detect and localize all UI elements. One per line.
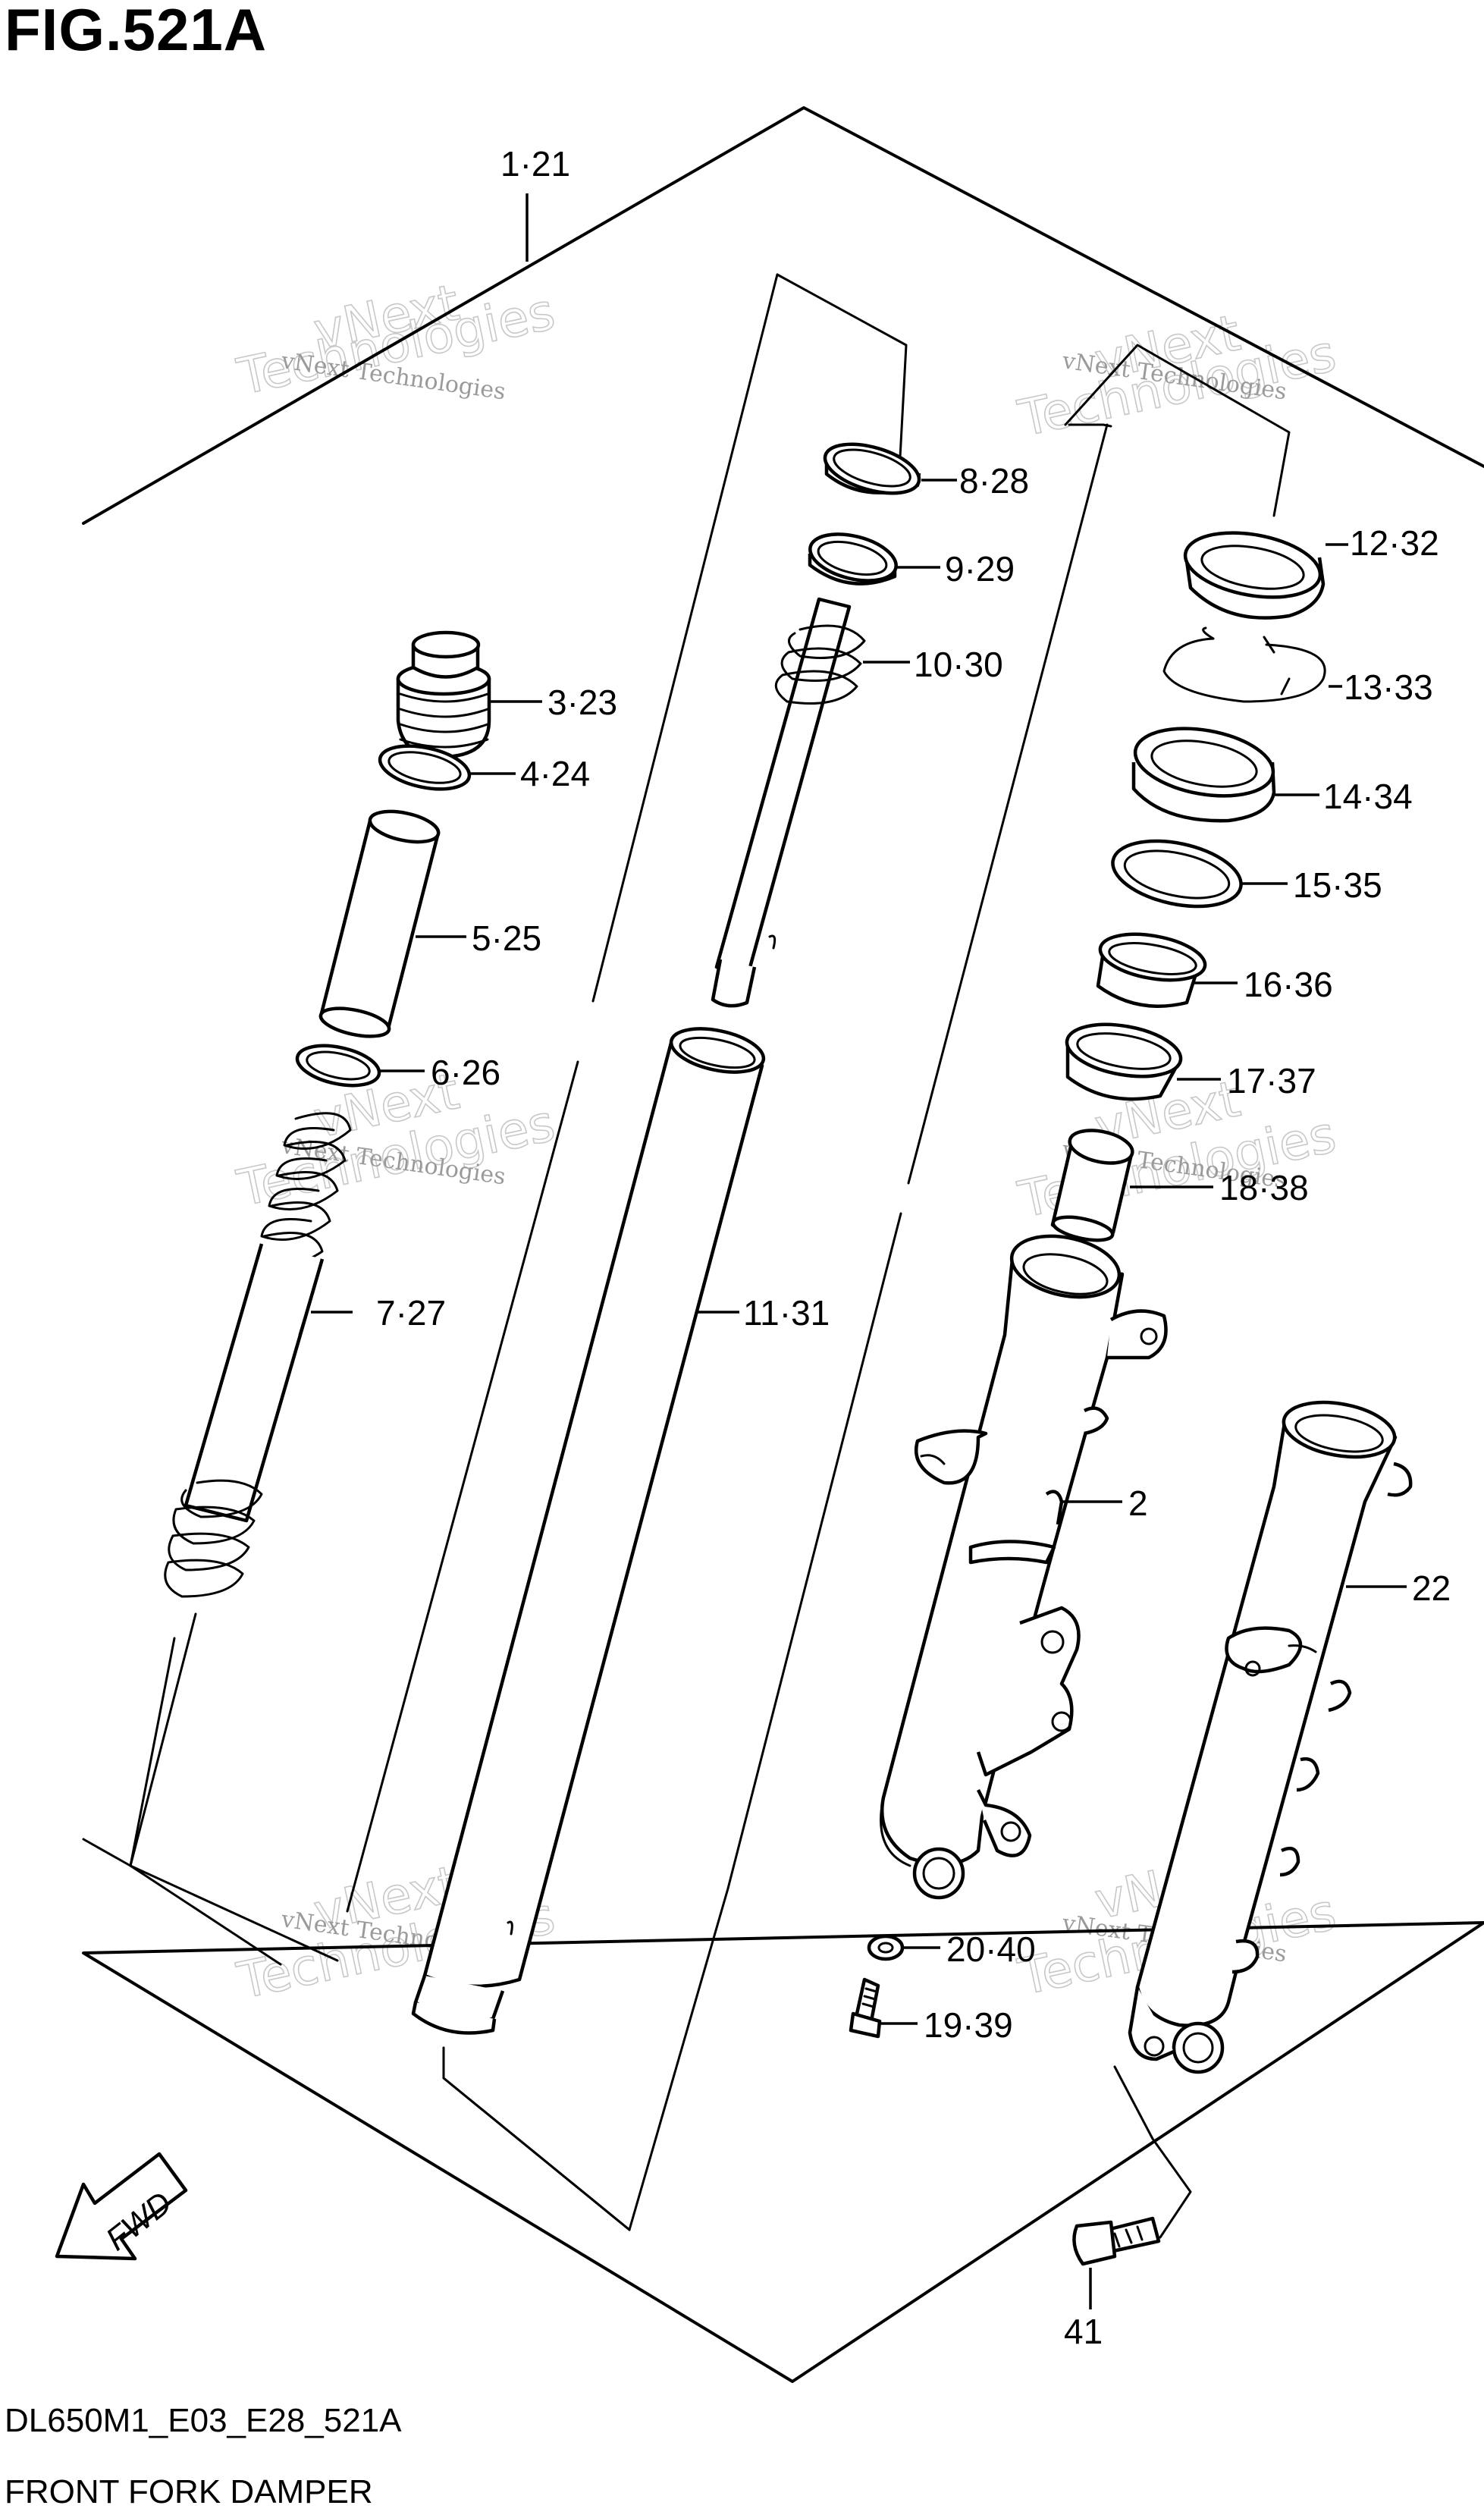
part-6-washer xyxy=(295,1044,425,1088)
part-3-cap-bolt xyxy=(396,630,542,759)
callout-17-37: 17·37 xyxy=(1227,1061,1316,1100)
callout-16-36: 16·36 xyxy=(1244,965,1333,1004)
part-8-ring xyxy=(823,442,957,495)
cartridge-frame-bottom xyxy=(442,2046,631,2231)
callout-18-38: 18·38 xyxy=(1219,1168,1309,1207)
callout-4-24: 4·24 xyxy=(520,754,590,793)
callout-7-27: 7·27 xyxy=(376,1293,446,1333)
part-14-oil-seal xyxy=(1131,727,1319,823)
part-11-outer-tube xyxy=(411,1027,766,2035)
left-outer-vertical xyxy=(82,1637,176,1867)
callout-8-28: 8·28 xyxy=(959,461,1029,501)
part-5-spacer xyxy=(318,809,466,1038)
lower-bolt-bracket xyxy=(1113,2065,1192,2239)
callout-13-33: 13·33 xyxy=(1344,667,1433,707)
callout-11-31: 11·31 xyxy=(743,1293,830,1333)
part-41-axle-clamp-bolt xyxy=(1072,2216,1161,2309)
callout-19-39: 19·39 xyxy=(924,2005,1013,2045)
watermark-mid-left: Technologies vNext vNext Technologies xyxy=(232,1061,560,1218)
outer-frame-left-box xyxy=(82,522,282,1966)
callout-10-30: 10·30 xyxy=(914,645,1003,684)
part-4-o-ring xyxy=(378,744,516,791)
callout-6-26: 6·26 xyxy=(431,1053,500,1092)
callout-15-35: 15·35 xyxy=(1293,865,1382,905)
watermark-top-left: Technologies vNext vNext Technologies xyxy=(232,272,560,407)
figure-title: FIG.521A xyxy=(5,0,268,63)
part-15-washer xyxy=(1111,839,1288,909)
callout-1-21: 1·21 xyxy=(500,144,570,184)
part-17-bushing xyxy=(1065,1022,1221,1101)
cartridge-frame-left xyxy=(346,273,779,1913)
damper-frame-left xyxy=(129,1612,197,1867)
part-18-oil-lock xyxy=(1050,1129,1213,1242)
cartridge-frame-right xyxy=(628,423,1109,2231)
callout-3-23: 3·23 xyxy=(547,683,617,722)
callout-5-25: 5·25 xyxy=(472,918,541,958)
part-2-fork-outer-tube xyxy=(880,1234,1168,1900)
footer-section-name: FRONT FORK DAMPER xyxy=(5,2473,373,2510)
watermark-top-right: Technologies vNext vNext Technologies xyxy=(1013,303,1341,448)
fwd-arrow: FWD xyxy=(55,2152,188,2261)
part-20-gasket xyxy=(867,1934,940,1961)
callout-41: 41 xyxy=(1064,2312,1103,2351)
part-9-10-damper-rod xyxy=(711,532,940,1008)
callout-22: 22 xyxy=(1412,1568,1451,1608)
callout-12-32: 12·32 xyxy=(1350,523,1439,563)
part-19-bolt xyxy=(849,1977,918,2039)
part-16-bushing xyxy=(1096,932,1238,1008)
right-parts-frame xyxy=(1064,344,1291,517)
part-7-spring xyxy=(164,1112,353,1598)
assembly-outline xyxy=(82,106,1484,2383)
part-13-circlip xyxy=(1162,626,1342,703)
callout-2: 2 xyxy=(1128,1483,1148,1523)
part-22-fork-outer-tube-right xyxy=(1128,1400,1413,2074)
footer-model-code: DL650M1_E03_E28_521A xyxy=(5,2402,402,2439)
part-12-dust-seal xyxy=(1183,531,1348,620)
callout-9-29: 9·29 xyxy=(945,549,1015,589)
callout-14-34: 14·34 xyxy=(1323,777,1413,816)
callout-20-40: 20·40 xyxy=(946,1929,1036,1969)
